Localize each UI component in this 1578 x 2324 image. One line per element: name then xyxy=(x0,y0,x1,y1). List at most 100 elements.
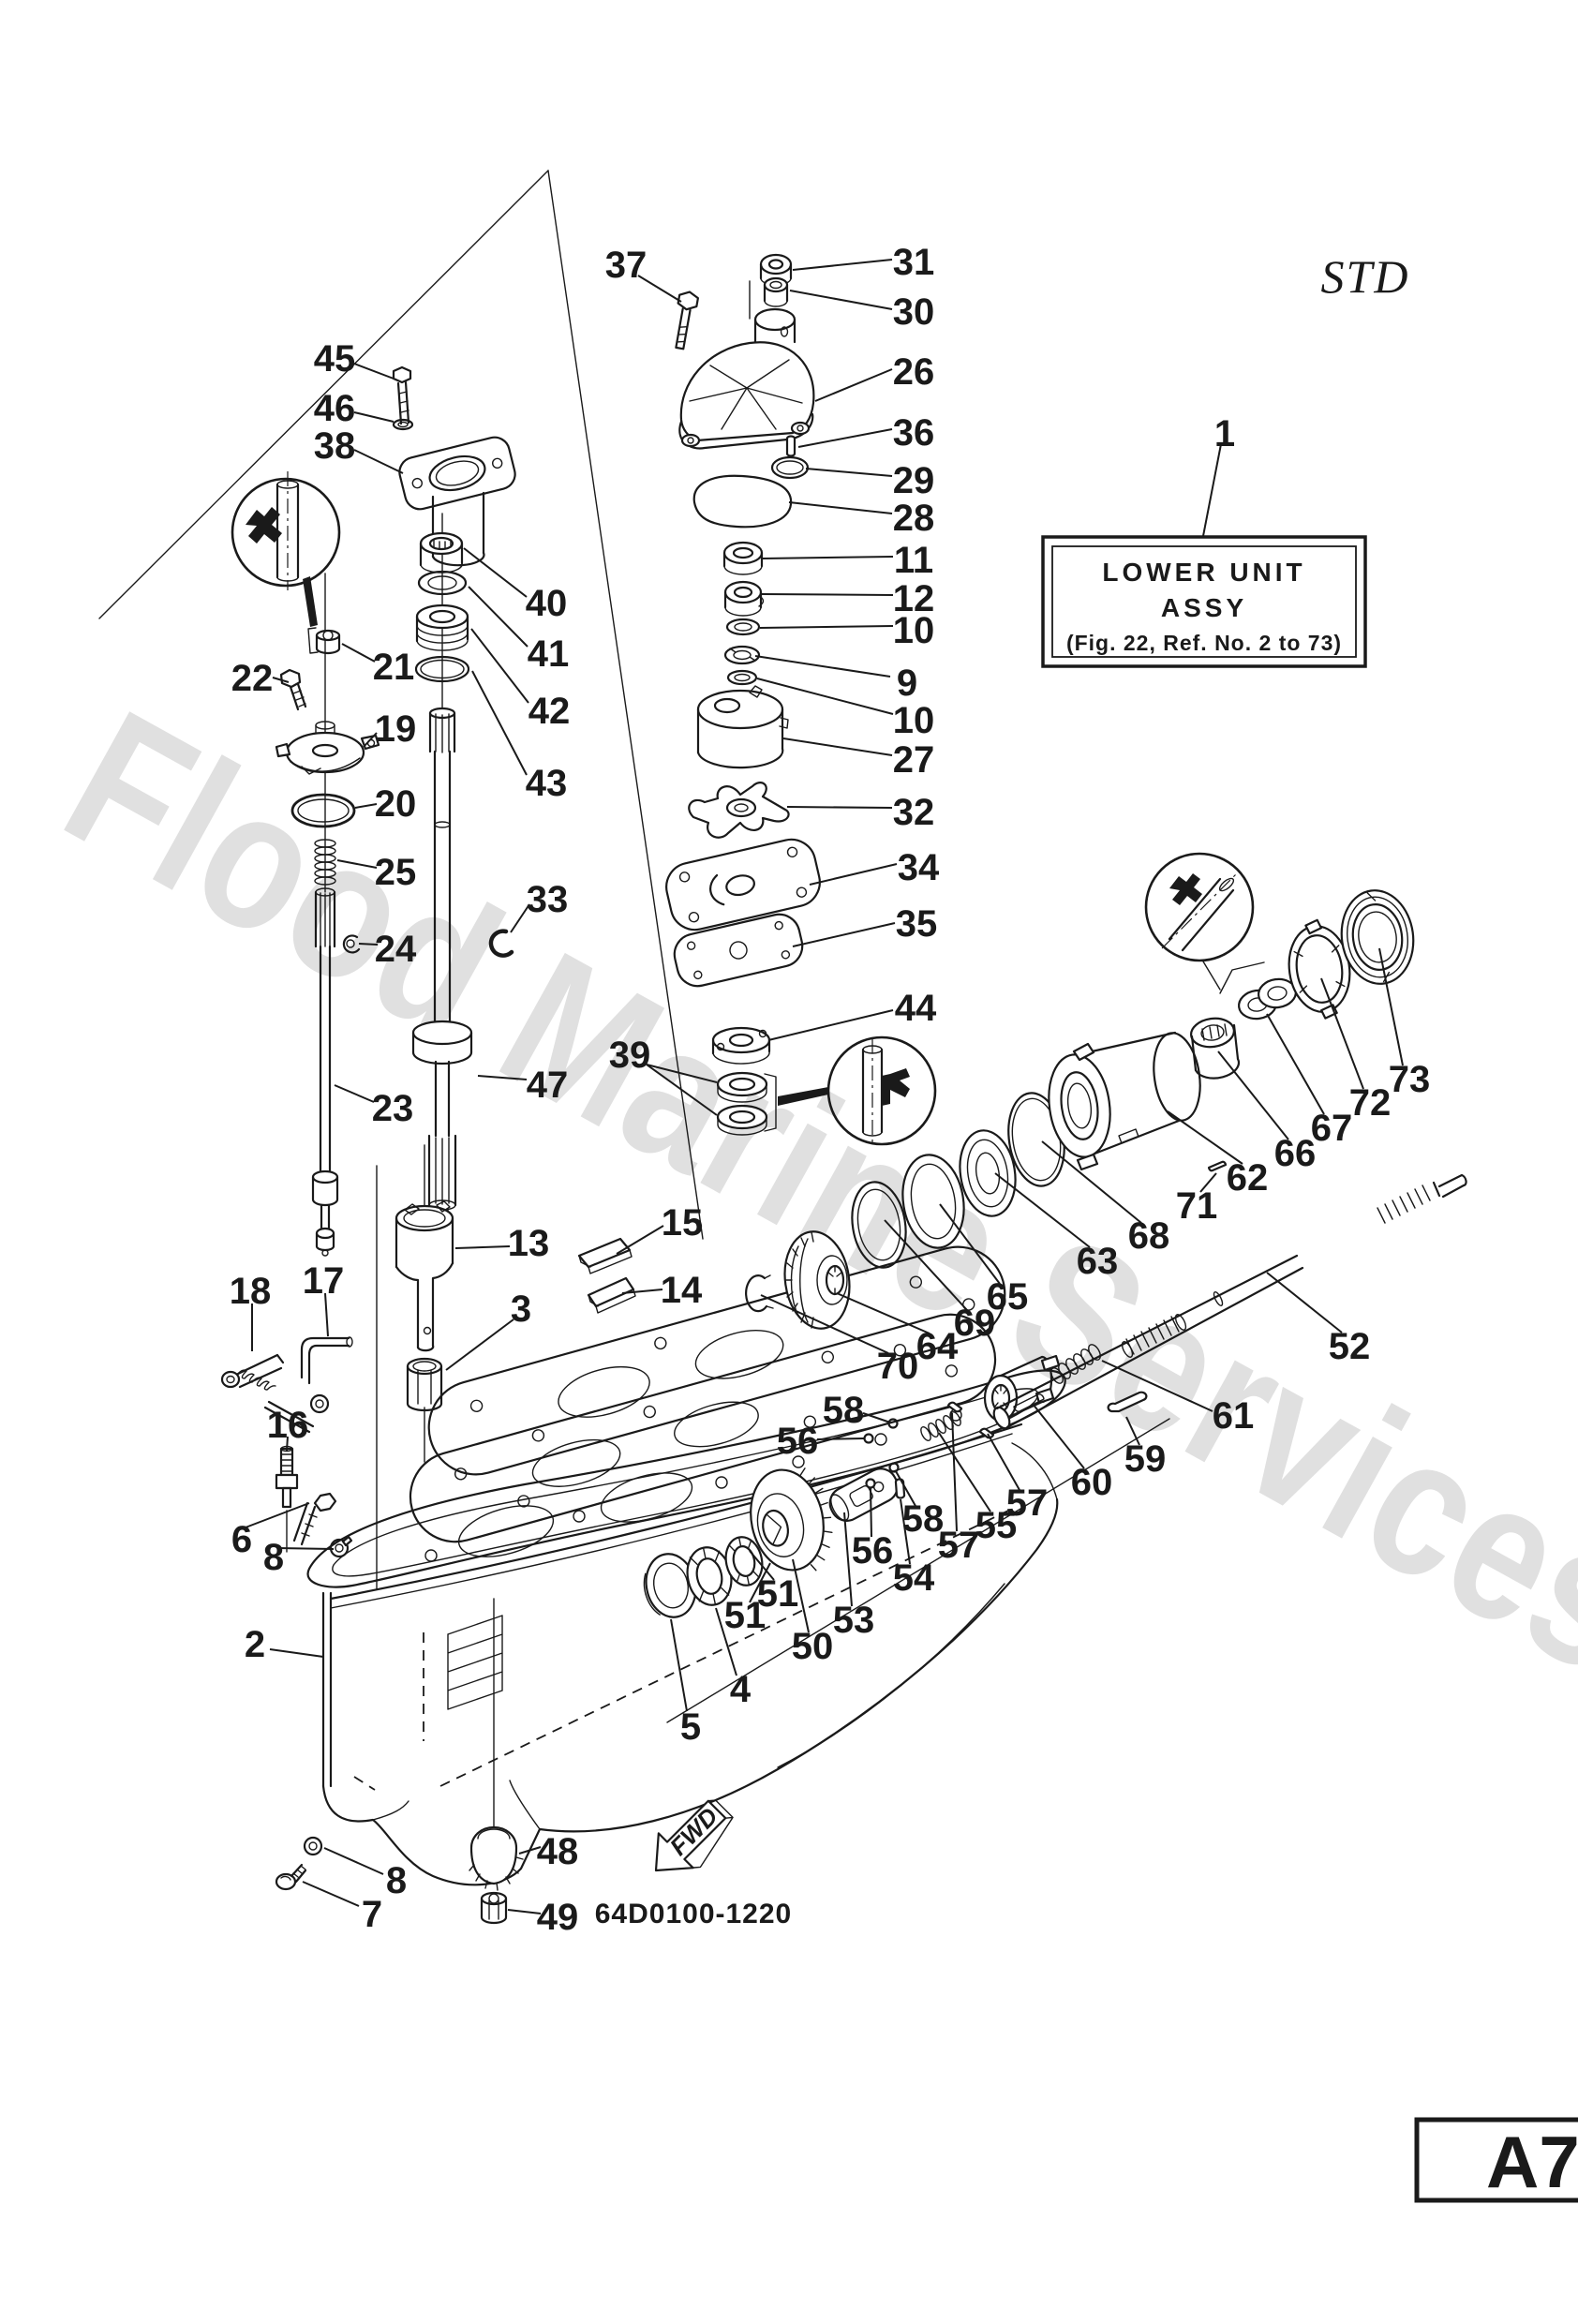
leader-line-8 xyxy=(276,1547,335,1550)
roller-bearing-51 xyxy=(724,1536,764,1587)
tube-17 xyxy=(263,1336,353,1434)
needle-bearing-40 xyxy=(419,531,464,574)
spring-25 xyxy=(314,839,336,886)
leader-line-13 xyxy=(454,1245,511,1249)
leader-line-39 xyxy=(646,1064,718,1083)
part-number-23: 23 xyxy=(372,1088,414,1129)
bushing-3 xyxy=(406,1357,443,1412)
part-number-57: 57 xyxy=(1006,1482,1049,1524)
bushing-30 xyxy=(763,276,789,307)
leader-line-71 xyxy=(1199,1172,1217,1193)
part-number-29: 29 xyxy=(893,460,935,501)
leader-line-66 xyxy=(1217,1050,1289,1140)
part-number-65: 65 xyxy=(987,1276,1029,1318)
magnifier-detail-left xyxy=(231,471,341,590)
part-number-3: 3 xyxy=(511,1289,531,1330)
screw-7 xyxy=(275,1863,307,1891)
leader-line-10 xyxy=(759,625,894,629)
part-number-72: 72 xyxy=(1349,1082,1392,1124)
part-number-14: 14 xyxy=(661,1270,703,1311)
part-number-49: 49 xyxy=(537,1897,579,1938)
part-number-66: 66 xyxy=(1274,1133,1317,1174)
ref-box: LOWER UNIT ASSY (Fig. 22, Ref. No. 2 to … xyxy=(1041,535,1367,668)
part-number-10: 10 xyxy=(893,610,935,651)
shift-rod-23 xyxy=(311,887,339,1257)
leader-line-5 xyxy=(670,1618,688,1712)
leader-line-48 xyxy=(518,1846,542,1855)
leader-line-60 xyxy=(1032,1403,1085,1469)
part-number-2: 2 xyxy=(245,1624,265,1665)
gasket-28 xyxy=(692,474,793,529)
part-number-21: 21 xyxy=(373,647,415,688)
leader-line-59 xyxy=(1125,1416,1140,1446)
part-number-57: 57 xyxy=(938,1525,980,1566)
part-number-38: 38 xyxy=(314,425,356,467)
part-number-61: 61 xyxy=(1213,1395,1255,1437)
leader-line-6 xyxy=(245,1502,310,1528)
leader-line-36 xyxy=(797,428,893,448)
leader-line-51 xyxy=(749,1550,775,1581)
pin-36 xyxy=(785,435,796,457)
part-number-10: 10 xyxy=(893,700,935,741)
leader-line-35 xyxy=(792,922,896,947)
leader-line-69 xyxy=(884,1219,968,1311)
part-number-37: 37 xyxy=(605,245,648,286)
part-number-62: 62 xyxy=(1227,1157,1269,1199)
tab-washer-72 xyxy=(1288,918,1351,1020)
spring-61 xyxy=(1050,1344,1101,1384)
part-number-46: 46 xyxy=(314,388,356,429)
reverse-gear-64 xyxy=(783,1230,851,1330)
leader-line-65 xyxy=(939,1203,1001,1285)
part-number-56: 56 xyxy=(777,1421,819,1462)
part-number-58: 58 xyxy=(823,1390,865,1431)
part-number-39: 39 xyxy=(609,1035,651,1076)
ball-56-upper xyxy=(863,1433,874,1444)
grommet-31 xyxy=(759,253,793,286)
leader-line-1 xyxy=(1202,443,1222,537)
washer-10-lower xyxy=(726,669,758,686)
oil-seal-12 xyxy=(723,580,765,617)
leader-line-42 xyxy=(470,628,529,704)
oil-seals-67 xyxy=(1237,977,1298,1020)
part-number-42: 42 xyxy=(528,691,571,732)
part-number-44: 44 xyxy=(895,988,937,1029)
leader-line-73 xyxy=(1378,947,1404,1066)
leader-line-38 xyxy=(353,449,404,474)
leader-line-12 xyxy=(761,593,894,596)
oil-seal-11 xyxy=(722,541,764,575)
part-number-63: 63 xyxy=(1077,1241,1119,1282)
leader-line-41 xyxy=(468,586,528,648)
o-ring-43 xyxy=(414,655,470,683)
needle-bushing-66 xyxy=(1190,1017,1240,1080)
lock-washer-9 xyxy=(723,645,761,665)
part-number-5: 5 xyxy=(680,1706,701,1748)
part-number-8: 8 xyxy=(263,1537,284,1578)
bolt-6 xyxy=(292,1492,337,1546)
part-number-58: 58 xyxy=(902,1498,945,1540)
part-number-35: 35 xyxy=(896,903,938,945)
ref-box-line1: LOWER UNIT xyxy=(1102,558,1305,587)
leader-line-56 xyxy=(816,1438,865,1440)
washer-10-upper xyxy=(725,618,761,636)
deck-gasket-lower xyxy=(409,1313,997,1543)
leader-line-43 xyxy=(471,670,528,776)
pinion-gear-48 xyxy=(469,1825,524,1891)
detail-pointer-right xyxy=(1202,961,1265,994)
leader-line-57 xyxy=(951,1412,958,1532)
leader-line-8 xyxy=(323,1847,384,1875)
pin-57-lower xyxy=(978,1427,995,1439)
leader-line-61 xyxy=(1101,1360,1213,1412)
part-number-13: 13 xyxy=(508,1223,550,1264)
part-number-27: 27 xyxy=(893,739,935,781)
housing-flange-38 xyxy=(398,436,516,567)
leader-line-33 xyxy=(510,903,530,933)
part-number-51: 51 xyxy=(757,1573,799,1615)
part-number-48: 48 xyxy=(537,1831,579,1872)
part-number-17: 17 xyxy=(303,1260,345,1302)
leader-line-32 xyxy=(786,806,893,809)
part-number-34: 34 xyxy=(898,847,940,888)
part-number-4: 4 xyxy=(730,1669,752,1710)
part-number-9: 9 xyxy=(897,663,917,704)
leader-line-29 xyxy=(805,468,893,477)
